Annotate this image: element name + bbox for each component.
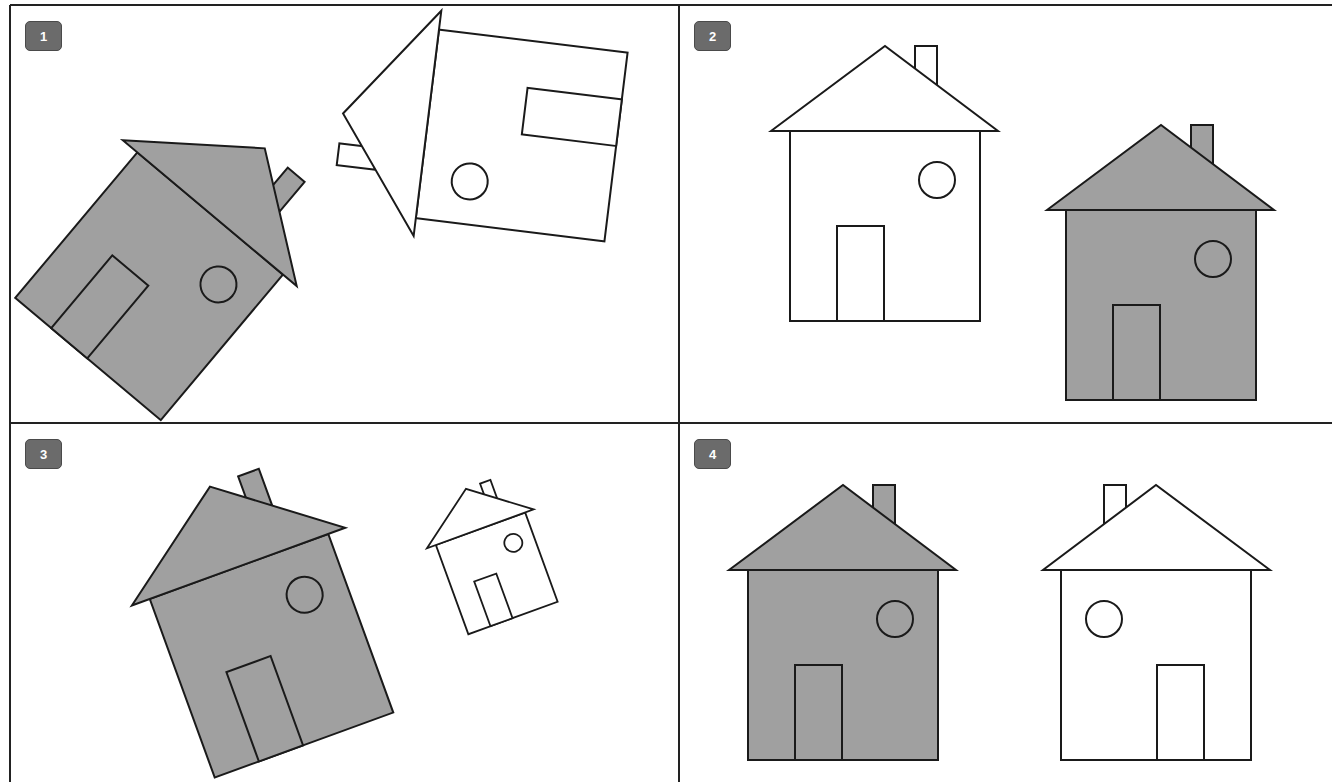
callout-number: 2	[709, 30, 716, 43]
callout-number: 1	[40, 30, 47, 43]
house-white	[1043, 485, 1270, 760]
panel-number-badge: 2	[694, 21, 731, 51]
house-white	[329, 0, 630, 259]
house-grey	[1047, 125, 1274, 400]
panel-number-badge: 4	[694, 439, 731, 469]
panel-number-badge: 1	[25, 21, 62, 51]
grid-line	[10, 4, 1332, 6]
house-grey	[103, 448, 410, 782]
grid-line	[678, 5, 680, 782]
house-white	[771, 46, 998, 321]
house-grey	[729, 485, 956, 760]
house-white-small	[412, 469, 566, 637]
callout-number: 3	[40, 448, 47, 461]
house-grey	[1, 75, 352, 432]
grid-line	[9, 5, 11, 782]
callout-number: 4	[709, 448, 716, 461]
grid-line	[10, 422, 1332, 424]
panel-number-badge: 3	[25, 439, 62, 469]
